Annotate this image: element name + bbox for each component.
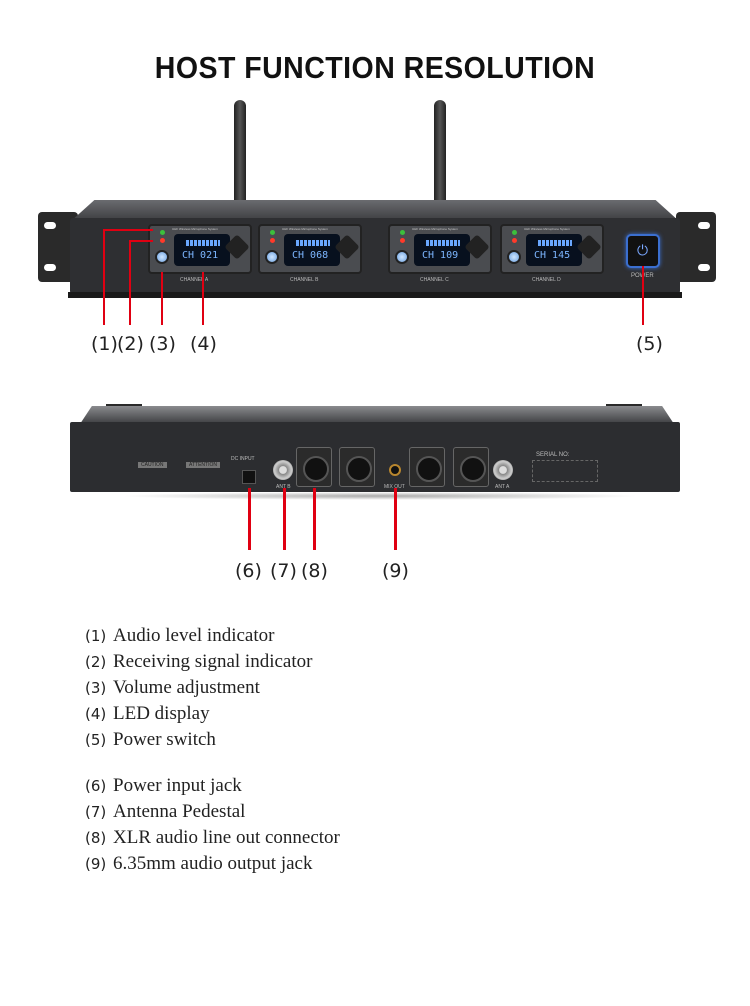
callout-9: (9) xyxy=(382,560,409,582)
legend-item: (1)Audio level indicator xyxy=(85,625,275,646)
volume-knob[interactable] xyxy=(507,250,521,264)
volume-knob[interactable] xyxy=(265,250,279,264)
mix-out-jack xyxy=(389,464,401,476)
led-display: CH 109 xyxy=(414,234,470,266)
receiver-module-d: UHF Wireless Microphone System CH 145 xyxy=(500,224,604,274)
callout-3: (3) xyxy=(149,333,176,355)
antenna xyxy=(434,100,446,215)
volume-knob[interactable] xyxy=(155,250,169,264)
antenna-b-connector xyxy=(273,460,293,480)
legend-item: (2)Receiving signal indicator xyxy=(85,651,313,672)
xlr-output xyxy=(339,447,375,487)
xlr-output xyxy=(453,447,489,487)
legend-item: (3)Volume adjustment xyxy=(85,677,260,698)
volume-knob[interactable] xyxy=(395,250,409,264)
receiver-module-a: UHF Wireless Microphone System CH 021 xyxy=(148,224,252,274)
xlr-output xyxy=(409,447,445,487)
legend-item: (5)Power switch xyxy=(85,729,216,750)
callout-6: (6) xyxy=(235,560,262,582)
led-display: CH 068 xyxy=(284,234,340,266)
audio-level-led xyxy=(400,230,405,235)
audio-level-led xyxy=(160,230,165,235)
audio-level-led xyxy=(270,230,275,235)
callout-8: (8) xyxy=(301,560,328,582)
xlr-output xyxy=(296,447,332,487)
antenna-a-connector xyxy=(493,460,513,480)
power-button[interactable]: ⏻ xyxy=(626,234,660,268)
legend-item: (9)6.35mm audio output jack xyxy=(85,853,313,874)
rear-chassis xyxy=(70,422,680,492)
rf-signal-led xyxy=(400,238,405,243)
page-title: HOST FUNCTION RESOLUTION xyxy=(154,50,596,85)
receiver-module-c: UHF Wireless Microphone System CH 109 xyxy=(388,224,492,274)
callout-2: (2) xyxy=(117,333,144,355)
legend-group-front: (1)Audio level indicator (2)Receiving si… xyxy=(85,623,312,753)
rf-signal-led xyxy=(270,238,275,243)
callout-5: (5) xyxy=(636,333,663,355)
callout-1: (1) xyxy=(91,333,118,355)
legend-item: (7)Antenna Pedestal xyxy=(85,801,246,822)
legend-item: (6)Power input jack xyxy=(85,775,242,796)
led-display: CH 021 xyxy=(174,234,230,266)
legend-item: (8)XLR audio line out connector xyxy=(85,827,340,848)
legend-group-rear: (6)Power input jack (7)Antenna Pedestal … xyxy=(85,773,340,877)
rf-signal-led xyxy=(512,238,517,243)
power-icon: ⏻ xyxy=(637,242,649,258)
audio-level-led xyxy=(512,230,517,235)
rack-ear-right xyxy=(676,212,716,282)
callout-7: (7) xyxy=(270,560,297,582)
legend-item: (4)LED display xyxy=(85,703,210,724)
antenna xyxy=(234,100,246,215)
receiver-module-b: UHF Wireless Microphone System CH 068 xyxy=(258,224,362,274)
callout-4: (4) xyxy=(190,333,217,355)
serial-number-area xyxy=(532,460,598,482)
dc-input-jack xyxy=(242,470,256,484)
rf-signal-led xyxy=(160,238,165,243)
led-display: CH 145 xyxy=(526,234,582,266)
chassis-top xyxy=(70,200,680,222)
